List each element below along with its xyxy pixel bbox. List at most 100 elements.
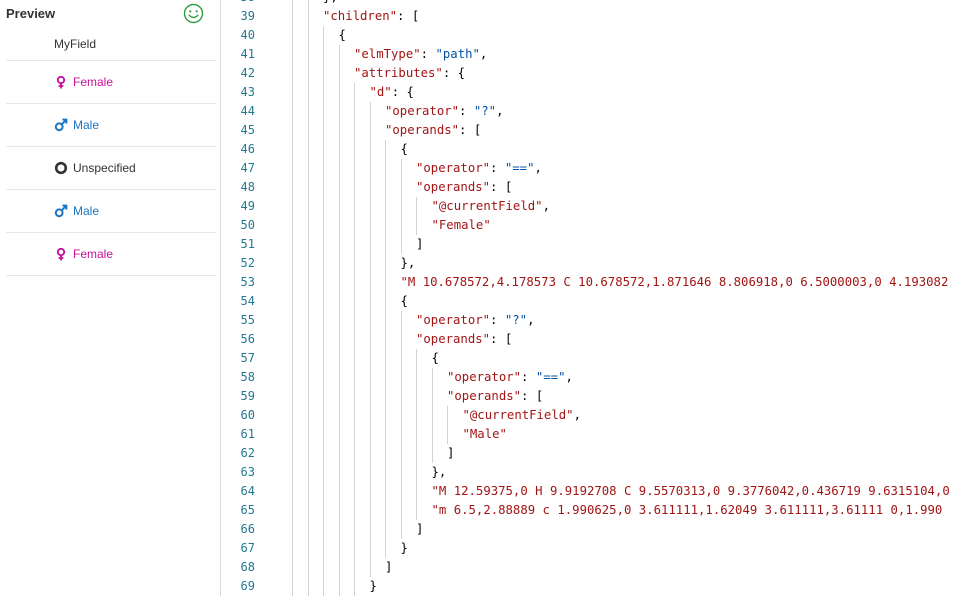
line-number: 45 [240,123,255,137]
code-line: }, [401,254,416,273]
line-number: 64 [240,484,255,498]
line-number: 47 [240,161,255,175]
indent-guide [416,349,417,520]
code-token: : [420,47,436,61]
code-token: : [ [521,389,544,403]
unspecified-circle-icon [54,161,68,175]
indent-guide [416,197,417,235]
code-line: "M 10.678572,4.178573 C 10.678572,1.8716… [401,273,949,292]
code-token: "operator" [385,104,460,118]
code-token: : [490,161,505,175]
list-item: Unspecified [6,146,216,189]
indent-guide [400,311,402,539]
code-line: } [401,539,408,558]
line-number: 63 [240,465,255,479]
code-line: { [401,140,408,159]
code-line: "Female" [432,216,491,235]
code-token: "operator" [447,370,522,384]
code-token: "operands" [447,389,522,403]
line-number: 46 [240,142,255,156]
code-line: "m 6.5,2.88889 c 1.990625,0 3.611111,1.6… [432,501,943,520]
row-value-label: Female [73,247,114,261]
code-token: "?" [504,313,528,327]
code-token: }, [431,465,447,479]
code-line: "d": { [370,83,414,102]
code-line: } [370,577,377,596]
preview-pane: Preview MyField Female Male Unspecified [0,0,220,596]
line-number: 51 [240,237,255,251]
code-token: "path" [435,47,480,61]
pane-splitter[interactable] [220,0,221,596]
code-token: ] [385,560,393,574]
indent-guide [400,159,402,254]
code-token: } [369,579,377,593]
code-token: "Female" [431,218,491,232]
code-token: }, [400,256,416,270]
line-number: 65 [240,503,255,517]
code-token: "Male" [462,427,507,441]
code-line: { [432,349,439,368]
code-token: "M 12.59375,0 H 9.9192708 C 9.5570313,0 … [431,484,950,498]
line-number: 66 [240,522,255,536]
code-token: "attributes" [354,66,443,80]
code-token: "==" [504,161,535,175]
list-item: Female [6,60,216,103]
indent-guide [292,0,293,596]
code-line: "children": [ [323,7,419,26]
line-number: 41 [240,47,255,61]
preview-title: Preview [6,6,56,21]
code-line: "@currentField", [463,406,581,425]
code-line: "M 12.59375,0 H 9.9192708 C 9.5570313,0 … [432,482,950,501]
code-token: "d" [369,85,392,99]
line-number: 43 [240,85,255,99]
json-code-editor[interactable]: 38},39"children": [40{41"elmType": "path… [221,0,964,596]
code-token: : [ [490,332,513,346]
row-value-label: Male [73,204,100,218]
line-number: 52 [240,256,255,270]
row-value-label: Male [73,118,100,132]
code-token: "elmType" [354,47,421,61]
code-line: "operands": [ [447,387,543,406]
line-number: 38 [221,0,255,7]
code-token: "@currentField" [431,199,543,213]
code-token: , [573,408,581,422]
code-line: }, [323,0,338,7]
column-header-myfield: MyField [54,37,97,51]
indent-guide [385,140,386,558]
code-token: , [479,47,488,61]
code-token: : [ [397,9,420,23]
male-icon [54,118,68,132]
code-line: "operator": "?", [416,311,534,330]
smiley-feedback-icon[interactable] [183,3,204,24]
code-token: "@currentField" [462,408,574,422]
code-line: ] [385,558,392,577]
code-token: }, [323,0,338,4]
code-line: "Male" [463,425,507,444]
female-icon [56,75,66,89]
code-token: , [527,313,535,327]
indent-guide [369,102,371,577]
code-token: ] [416,522,424,536]
code-token: "M 10.678572,4.178573 C 10.678572,1.8716… [400,275,949,289]
code-line: "@currentField", [432,197,550,216]
indent-guide [431,368,433,463]
code-token: ] [447,446,455,460]
code-token: , [496,104,504,118]
indent-guide [447,406,448,444]
code-token: { [400,142,408,156]
indent-guide [338,45,340,596]
indent-guide [354,83,355,596]
line-number: 44 [240,104,255,118]
line-number: 55 [240,313,255,327]
indent-guide [323,26,324,596]
code-token: "operands" [385,123,460,137]
code-line: "operator": "==", [447,368,573,387]
code-line: "operands": [ [385,121,481,140]
code-line: "elmType": "path", [354,45,487,64]
line-number: 39 [240,9,255,23]
code-token: : [490,313,505,327]
code-line: { [401,292,408,311]
code-token: "m 6.5,2.88889 c 1.990625,0 3.611111,1.6… [431,503,943,517]
code-line: "attributes": { [354,64,465,83]
line-number: 53 [240,275,255,289]
